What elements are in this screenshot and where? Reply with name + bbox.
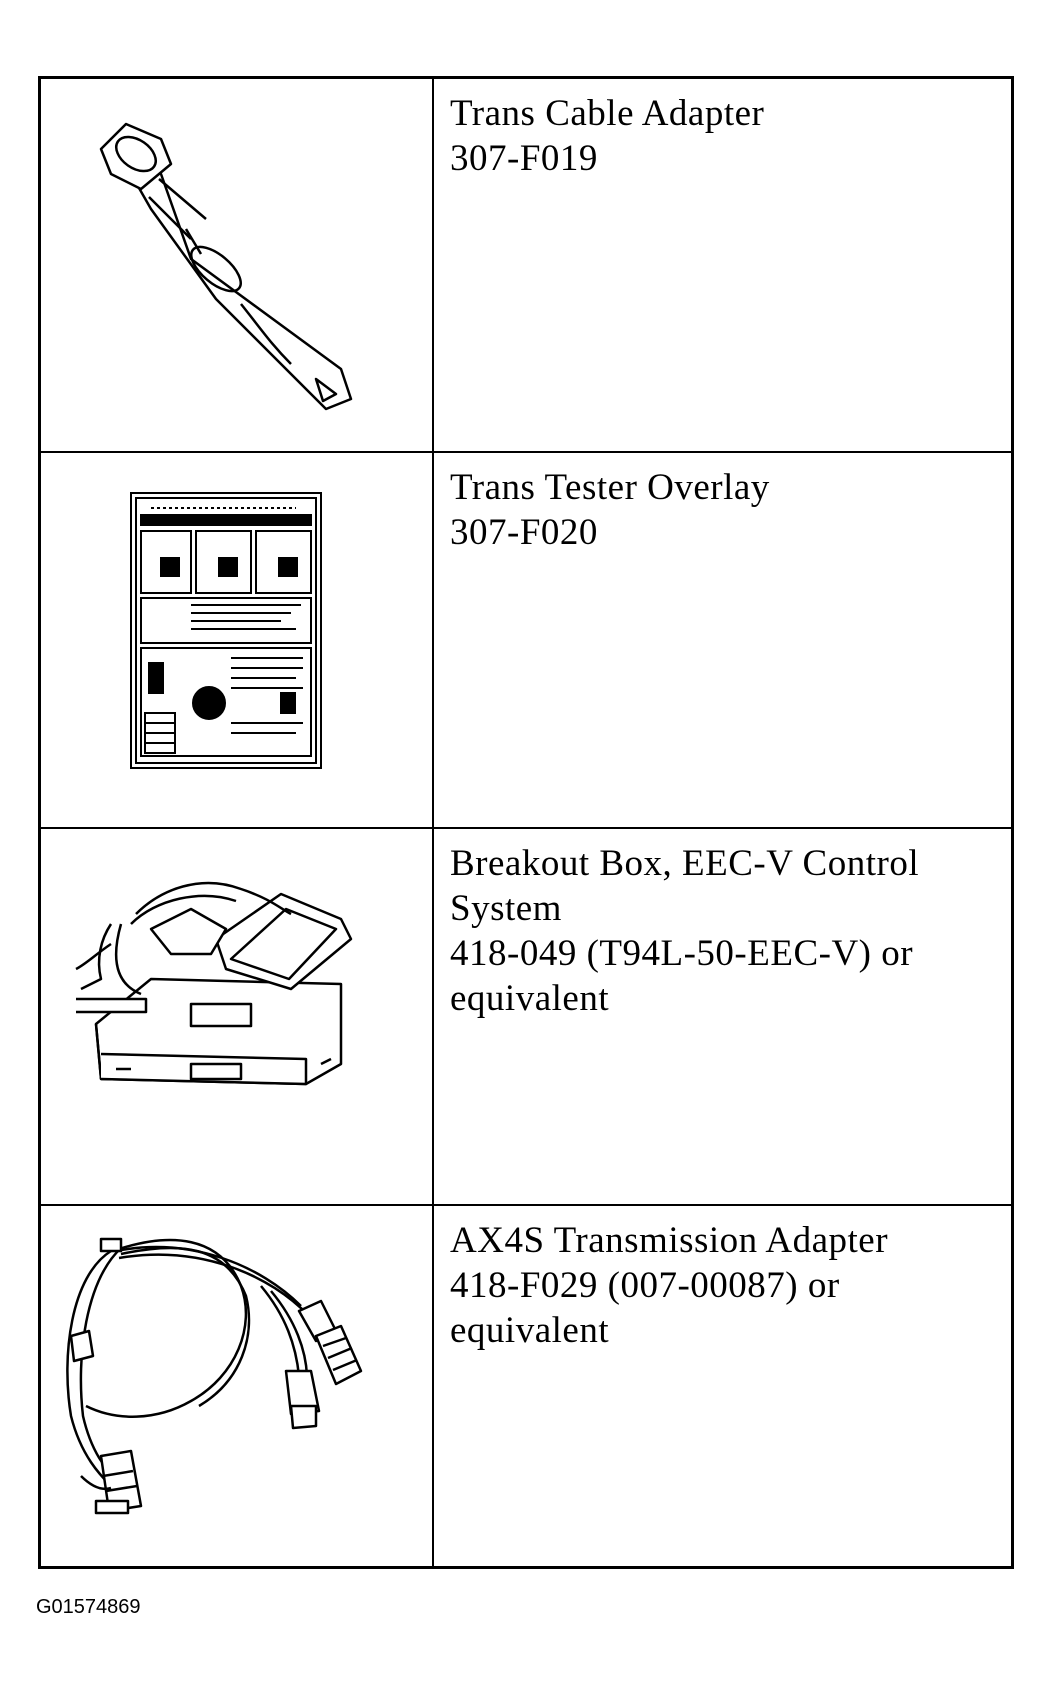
tool-name: Breakout Box, EEC-V Control — [450, 843, 920, 884]
tool-number: 307-F019 — [450, 138, 598, 179]
tool-name-cont: System — [450, 888, 562, 929]
figure-id: G01574869 — [36, 1596, 141, 1618]
table-row: Breakout Box, EEC-V Control System 418-0… — [41, 829, 1011, 1206]
tool-number: 418-049 (T94L-50-EEC-V) or — [450, 933, 914, 974]
table-row: Trans Cable Adapter 307-F019 — [41, 79, 1011, 453]
table-row: Trans Tester Overlay 307-F020 — [41, 453, 1011, 829]
tool-description: AX4S Transmission Adapter 418-F029 (007-… — [450, 1218, 991, 1353]
tool-description: Trans Tester Overlay 307-F020 — [450, 465, 991, 555]
tool-equivalent: equivalent — [450, 978, 610, 1019]
tool-name: AX4S Transmission Adapter — [450, 1220, 889, 1261]
image-cell — [41, 79, 434, 451]
tester-overlay-illustration — [130, 492, 322, 769]
tool-description: Trans Cable Adapter 307-F019 — [450, 91, 991, 181]
image-cell — [41, 453, 434, 827]
cable-adapter-illustration — [99, 122, 353, 411]
tools-table: Trans Cable Adapter 307-F019 — [38, 76, 1014, 1569]
table-row: AX4S Transmission Adapter 418-F029 (007-… — [41, 1206, 1011, 1566]
image-cell — [41, 1206, 434, 1566]
image-cell — [41, 829, 434, 1204]
tool-name: Trans Tester Overlay — [450, 467, 770, 508]
breakout-box-illustration — [75, 881, 353, 1086]
tool-description: Breakout Box, EEC-V Control System 418-0… — [450, 841, 991, 1021]
tool-equivalent: equivalent — [450, 1310, 610, 1351]
tool-name: Trans Cable Adapter — [450, 93, 765, 134]
transmission-adapter-illustration — [66, 1237, 363, 1515]
tool-number: 307-F020 — [450, 512, 598, 553]
tool-number: 418-F029 (007-00087) or — [450, 1265, 840, 1306]
